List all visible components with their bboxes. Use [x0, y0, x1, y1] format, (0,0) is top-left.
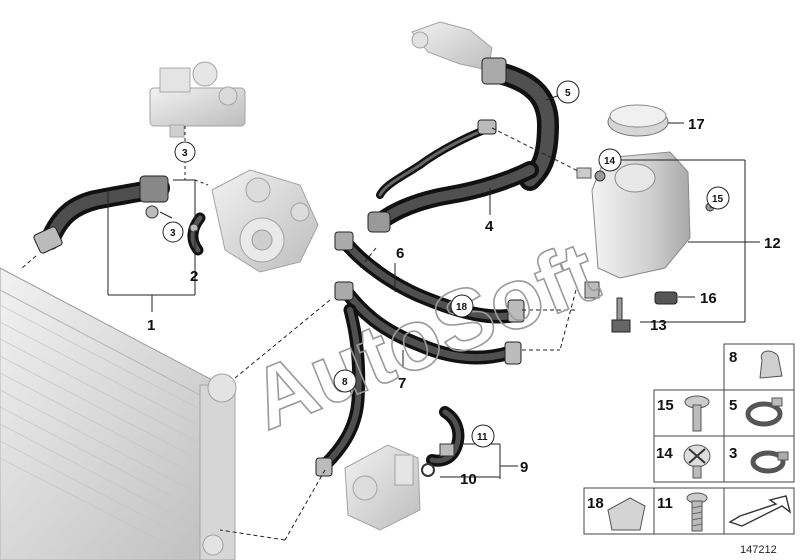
callout-3a: 3	[182, 148, 188, 159]
bolt-icon	[686, 492, 708, 532]
expansion-tank	[576, 151, 691, 299]
callout-18: 18	[456, 302, 468, 313]
callout-3b-ring	[162, 221, 184, 243]
callout-1: 1	[147, 317, 155, 334]
callouts: 1 2 3 3 4 5 6 7 8 9 10 11 12 13 14 15 16…	[147, 80, 781, 488]
legend-label-14: 14	[656, 445, 673, 462]
diagram-number: 147212	[740, 544, 777, 556]
callout-15-ring	[706, 186, 730, 210]
holder-icon	[607, 497, 646, 531]
callout-14: 14	[604, 156, 616, 167]
callout-7: 7	[398, 375, 406, 392]
legend-label-5: 5	[729, 397, 737, 414]
leader-lines	[21, 94, 760, 541]
collar-screw-icon	[684, 395, 710, 432]
callout-10: 10	[460, 471, 477, 488]
legend-label-11: 11	[657, 495, 673, 512]
legend-label-15: 15	[657, 397, 674, 414]
callout-11-ring	[471, 424, 495, 448]
callout-8-ring	[333, 369, 357, 393]
callout-2: 2	[190, 268, 198, 285]
clip-icon	[759, 350, 783, 379]
callout-11: 11	[477, 432, 488, 443]
callout-5: 5	[565, 88, 571, 99]
callout-3a-ring	[174, 141, 196, 163]
callout-16: 16	[700, 290, 717, 307]
callout-14-ring	[598, 148, 622, 172]
callout-8: 8	[342, 377, 348, 388]
callout-6: 6	[396, 245, 404, 262]
thermostat-housing-ghost	[149, 61, 246, 138]
legend-label-8: 8	[729, 349, 737, 366]
hoses	[33, 57, 560, 477]
hose-clamp-icon	[745, 397, 783, 427]
tank-cap	[607, 104, 669, 137]
callout-12: 12	[764, 235, 781, 252]
legend-label-3: 3	[729, 445, 737, 462]
screw-plug-icon	[683, 444, 711, 479]
electric-pump-ghost	[344, 444, 421, 531]
callout-18-ring	[450, 294, 474, 318]
water-pump-ghost	[211, 169, 319, 273]
legend-cell-14	[653, 435, 725, 483]
spring-clamp-icon	[750, 450, 789, 474]
callout-15: 15	[712, 194, 724, 205]
engine-connector-ghost	[411, 21, 493, 71]
radiator-ghost	[0, 267, 237, 560]
legend-cell-8	[723, 343, 795, 391]
callout-17: 17	[688, 116, 705, 133]
callout-13: 13	[650, 317, 667, 334]
callout-3b: 3	[170, 228, 176, 239]
callout-5-ring	[556, 80, 580, 104]
small-parts	[145, 170, 715, 477]
direction-arrow-icon	[728, 495, 792, 527]
callout-4: 4	[485, 218, 494, 235]
legend-label-18: 18	[587, 495, 604, 512]
legend-cell-11	[653, 487, 725, 535]
parts-legend: 8 15 5 14 3 18	[583, 343, 795, 535]
callout-9: 9	[520, 459, 528, 476]
